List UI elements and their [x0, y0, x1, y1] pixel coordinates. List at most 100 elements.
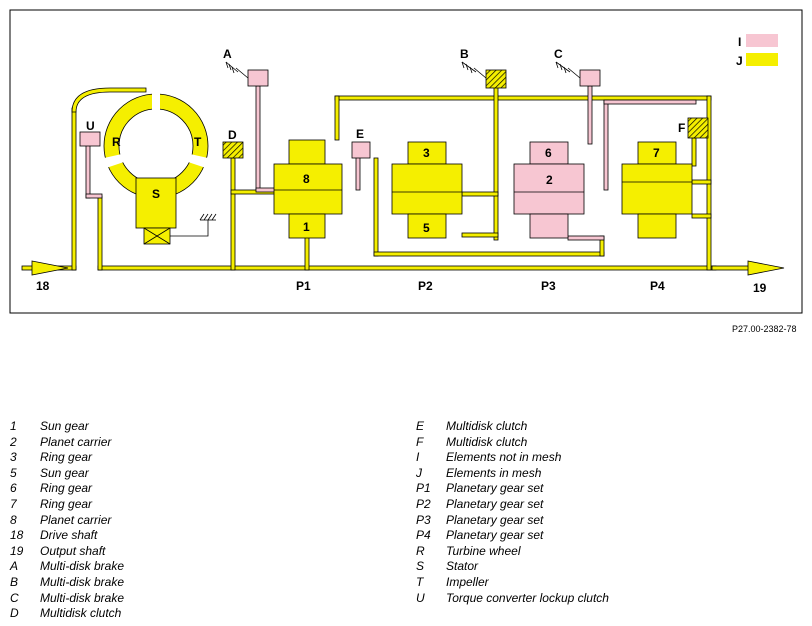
legend-text: Torque converter lockup clutch — [446, 590, 609, 605]
label-18: 18 — [36, 279, 50, 293]
lockup-link-1 — [85, 139, 91, 199]
label-d: D — [228, 128, 237, 142]
gear-set-p1 — [273, 139, 343, 239]
legend-item: 18 Drive shaft — [10, 528, 124, 544]
legend-key: J — [416, 465, 422, 480]
brake-a — [247, 69, 269, 87]
legend-text: Sun gear — [40, 419, 89, 433]
legend-text: Ring gear — [40, 496, 93, 511]
shaft-arrows — [31, 260, 785, 276]
p2-sun-5 — [407, 213, 447, 239]
legend-key: 19 — [10, 543, 24, 558]
label-7: 7 — [653, 146, 660, 160]
segment-gap-left — [104, 154, 124, 168]
converter-arc — [71, 87, 147, 113]
p4-lower — [637, 213, 677, 239]
label-j: J — [736, 54, 743, 68]
diagram-labels: A B C D E F I J U R T S 1 2 3 5 6 7 8 18… — [36, 35, 797, 334]
legend-key: 3 — [10, 450, 17, 465]
converter-hole — [118, 108, 194, 184]
stator-ground-icon — [199, 213, 217, 221]
main-shaft — [97, 265, 717, 271]
output-arrow-icon — [747, 260, 785, 276]
legend-text: Ring gear — [40, 481, 93, 496]
p1-upper — [288, 139, 326, 165]
legend-key: E — [416, 419, 425, 433]
legend-key: D — [10, 606, 19, 621]
lockup-link-2 — [85, 193, 103, 199]
legend-item: I Elements not in mesh — [416, 450, 609, 466]
legend-key: P2 — [416, 496, 431, 511]
label-e: E — [356, 127, 364, 141]
legend-key: P1 — [416, 481, 431, 496]
clutch-f — [687, 117, 709, 139]
p4-body — [621, 163, 693, 215]
legend-item: 3 Ring gear — [10, 450, 124, 466]
legend-text: Ring gear — [40, 450, 93, 465]
ground-a-icon — [225, 61, 249, 79]
p3-carrier-2 — [513, 163, 585, 215]
legend-text: Elements not in mesh — [446, 450, 562, 465]
legend-key: P3 — [416, 512, 431, 527]
label-r: R — [112, 135, 121, 149]
label-b: B — [460, 47, 469, 61]
gear-set-p4 — [621, 141, 693, 239]
torque-converter — [79, 90, 217, 245]
gear-set-p3 — [513, 141, 585, 239]
legend-item: C Multi-disk brake — [10, 591, 124, 607]
brake-c — [579, 69, 601, 87]
clutch-d — [222, 141, 244, 159]
top-connector-p1 — [334, 95, 340, 141]
legend-text: Multi-disk brake — [40, 590, 125, 605]
legend-key: P4 — [416, 528, 431, 543]
label-u: U — [86, 119, 95, 133]
label-p3: P3 — [541, 279, 556, 293]
legend-key: C — [10, 590, 19, 605]
main-shaft-left-riser — [97, 195, 103, 271]
p3-lower — [529, 213, 569, 239]
p2-body — [391, 163, 463, 215]
legend-key: I — [416, 450, 420, 465]
brake-a-link — [255, 85, 261, 191]
clutch-e-bottom — [373, 251, 605, 257]
clutch-d-riser — [230, 157, 236, 271]
legend-text: Stator — [446, 559, 479, 574]
legend-text: Drive shaft — [40, 528, 98, 543]
legend-key: A — [10, 559, 19, 574]
label-c: C — [554, 47, 563, 61]
legend-text: Planetary gear set — [446, 512, 544, 527]
label-2: 2 — [546, 173, 553, 187]
legend-key: B — [10, 574, 19, 589]
ground-c-icon — [555, 61, 581, 79]
legend-key: F — [416, 434, 424, 449]
legend-text: Planet carrier — [40, 434, 112, 449]
label-t: T — [194, 135, 202, 149]
output-shaft — [711, 265, 753, 271]
swatch-in-mesh — [746, 53, 778, 66]
clutch-elements — [222, 69, 709, 159]
clutch-f-link — [691, 137, 697, 167]
legend-key: 18 — [10, 528, 24, 543]
p1-carrier-8 — [273, 163, 343, 215]
ground-b-icon — [461, 61, 487, 79]
label-p1: P1 — [296, 279, 311, 293]
figure-ref: P27.00-2382-78 — [732, 324, 797, 334]
drive-shaft-riser — [71, 107, 77, 271]
label-p2: P2 — [418, 279, 433, 293]
legend-text: Planet carrier — [40, 512, 112, 527]
